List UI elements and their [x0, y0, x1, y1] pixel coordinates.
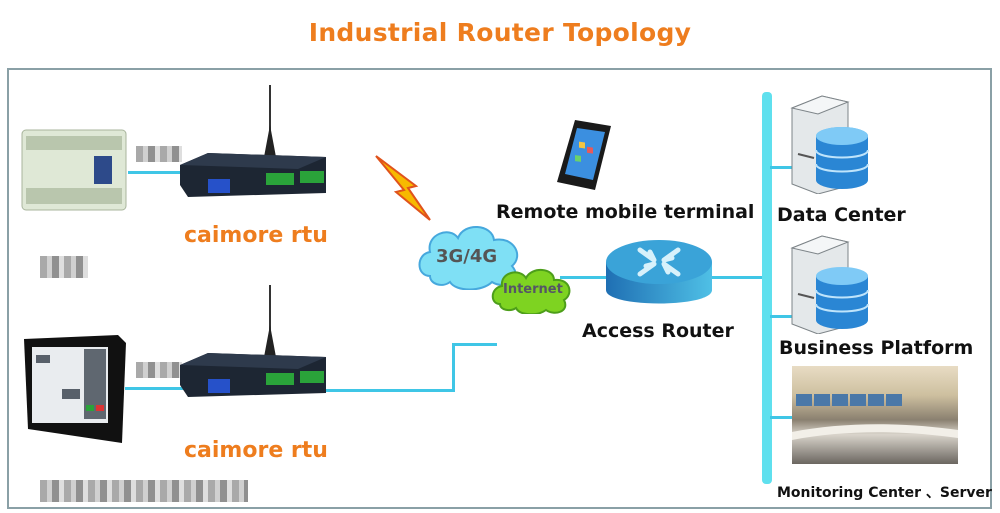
wireless-cloud	[416, 218, 528, 290]
database-server-icon	[790, 95, 869, 194]
data-center-server	[788, 94, 872, 194]
database-server-icon	[790, 235, 869, 334]
link-bus-monitoring	[770, 416, 792, 419]
plc-device	[18, 122, 130, 218]
link-rtu2-internet-vertical	[452, 343, 455, 392]
rtu-router-icon	[180, 285, 326, 397]
business-platform-server	[788, 234, 872, 334]
monitoring-center-label: Monitoring Center 、Server	[777, 485, 992, 501]
link-bus-business	[770, 315, 792, 318]
rtu-router-icon	[180, 85, 326, 197]
plc-icon	[21, 129, 127, 211]
wireless-signal	[374, 154, 434, 224]
diagram-frame	[7, 68, 992, 509]
mobile-terminal	[553, 118, 615, 192]
link-plc-rtu	[128, 171, 188, 174]
business-platform-label: Business Platform	[779, 337, 974, 359]
cloud-icon	[491, 269, 571, 314]
data-center-label: Data Center	[777, 204, 906, 226]
rtu-label-1: caimore rtu	[184, 223, 328, 248]
link-rtu2-internet	[325, 389, 454, 392]
rtu-device-1	[178, 85, 328, 215]
link-internet-router	[560, 276, 610, 279]
access-router	[604, 236, 714, 316]
server-bus	[762, 92, 772, 484]
router-icon	[606, 240, 712, 304]
control-room-icon	[792, 394, 958, 440]
link-router-bus	[710, 276, 766, 279]
lightning-icon	[375, 155, 431, 221]
panel-connection-label	[136, 362, 182, 378]
wireless-cloud-label: 3G/4G	[436, 246, 498, 267]
internet-cloud	[490, 264, 572, 314]
monitoring-center-image	[792, 366, 958, 464]
plc-label	[40, 256, 88, 278]
link-rtu2-internet-top	[452, 343, 497, 346]
link-bus-datacenter	[770, 166, 792, 169]
smartphone-icon	[557, 120, 611, 190]
access-router-label: Access Router	[582, 320, 734, 342]
link-panel-rtu	[125, 387, 185, 390]
controlled-panel-label	[40, 480, 248, 502]
plc-connection-label	[136, 146, 182, 162]
rtu-device-2	[178, 285, 328, 415]
cloud-icon	[418, 226, 519, 290]
rtu-label-2: caimore rtu	[184, 438, 328, 463]
diagram-title: Industrial Router Topology	[308, 18, 692, 47]
mobile-terminal-label: Remote mobile terminal	[496, 201, 755, 223]
touch-panel-icon	[24, 335, 126, 443]
controlled-panel-device	[22, 335, 126, 445]
internet-cloud-label: Internet	[503, 282, 563, 297]
